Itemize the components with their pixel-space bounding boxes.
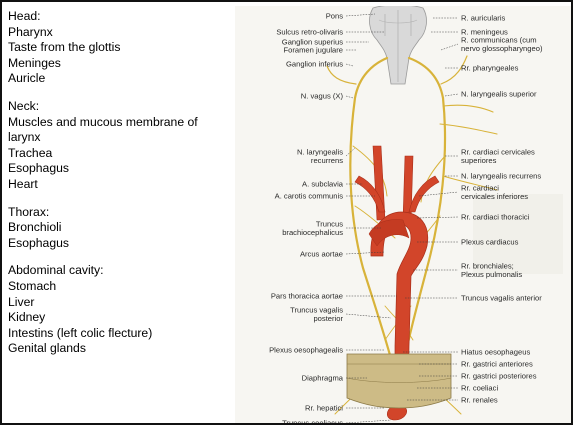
figure-label-text: Truncus vagalis anterior	[461, 294, 542, 303]
figure-label-text: N. laryngealis recurrens	[461, 172, 541, 181]
figure-label-text: Plexus pulmonalis	[461, 270, 522, 279]
section-item: Esophagus	[8, 161, 233, 177]
section-item: Meninges	[8, 56, 233, 72]
figure-label-text: Rr. coeliaci	[461, 384, 498, 393]
section-item: Genital glands	[8, 341, 233, 357]
figure-label-text: cervicales inferiores	[461, 192, 528, 201]
figure-label-text: superiores	[461, 156, 497, 165]
figure-label-text: Rr. gastrici posteriores	[461, 372, 537, 381]
section-item: Auricle	[8, 71, 233, 87]
figure-label-text: Rr. hepatici	[305, 404, 343, 413]
figure-label-text: Hiatus oesophageus	[461, 348, 530, 357]
section-item: Stomach	[8, 279, 233, 295]
figure-label-text: Pons	[326, 12, 344, 21]
section-item: Taste from the glottis	[8, 40, 233, 56]
figure-label-text: Rr. gastrici anteriores	[461, 360, 533, 369]
section: Neck:Muscles and mucous membrane of lary…	[8, 99, 233, 193]
section-item: Kidney	[8, 310, 233, 326]
figure-label-text: Diaphragma	[302, 374, 344, 383]
section-item: Bronchioli	[8, 220, 233, 236]
figure-label-text: N. vagus (X)	[301, 92, 344, 101]
section-heading: Neck:	[8, 99, 233, 115]
section-item: Pharynx	[8, 25, 233, 41]
figure-label-text: Foramen jugulare	[283, 46, 343, 55]
figure-label-text: brachiocephalicus	[282, 228, 343, 237]
section-heading: Abdominal cavity:	[8, 263, 233, 279]
section-item: Liver	[8, 295, 233, 311]
figure-label-text: Pars thoracica aortae	[271, 292, 343, 301]
figure-label-text: A. carotis communis	[275, 192, 344, 201]
section-item: Esophagus	[8, 236, 233, 252]
figure-label-text: Rr. pharyngeales	[461, 64, 519, 73]
section-item: Intestins (left colic flecture)	[8, 326, 233, 342]
figure-label-text: recurrens	[311, 156, 343, 165]
section-item: Trachea	[8, 146, 233, 162]
section-item: Heart	[8, 177, 233, 193]
figure-label-text: Rr. renales	[461, 396, 498, 405]
figure-label-text: Arcus aortae	[300, 250, 343, 259]
figure-label-text: A. subclavia	[302, 180, 344, 189]
figure-label-text: Ganglion inferius	[286, 60, 343, 69]
figure-label-text: R. auricularis	[461, 14, 506, 23]
figure-label-text: Truncus coeliacus	[282, 419, 343, 423]
figure-label-text: posterior	[313, 314, 343, 323]
figure-label-text: Plexus oesophagealis	[269, 346, 343, 355]
section-heading: Thorax:	[8, 205, 233, 221]
figure-label-text: N. laryngealis superior	[461, 90, 537, 99]
section-item: Muscles and mucous membrane of larynx	[8, 115, 233, 146]
figure-label: Ganglion inferius	[286, 60, 353, 69]
figure-label-text: nervo glossopharyngeo)	[461, 44, 543, 53]
figure-label-text: Plexus cardiacus	[461, 238, 519, 247]
figure-label-text: Sulcus retro-olivaris	[276, 28, 343, 37]
figure-label-text: Rr. cardiaci thoracici	[461, 213, 530, 222]
section: Head:PharynxTaste from the glottisMening…	[8, 9, 233, 87]
section-heading: Head:	[8, 9, 233, 25]
